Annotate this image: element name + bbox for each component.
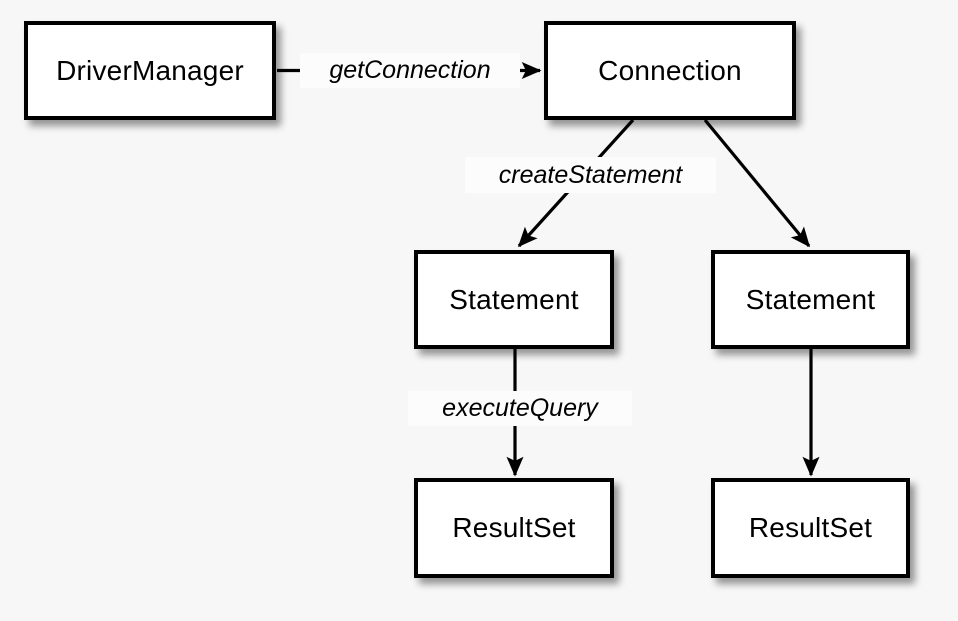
node-resultset-left[interactable]: ResultSet [414, 478, 614, 578]
node-resultset-left-label: ResultSet [452, 512, 576, 543]
edge-connection-right-line [703, 118, 811, 248]
node-resultset-right-label: ResultSet [748, 512, 873, 543]
node-resultset-right[interactable]: ResultSet [711, 478, 910, 578]
node-connection[interactable]: Connection [544, 21, 796, 120]
edge-label-executequery: executeQuery [408, 391, 632, 426]
edge-label-getconnection: getConnection [300, 53, 520, 88]
edge-label-createstatement: createStatement [465, 157, 716, 193]
node-statement-left-label: Statement [449, 283, 579, 315]
node-driver-manager-label: DriverManager [56, 54, 244, 86]
node-driver-manager[interactable]: DriverManager [24, 21, 276, 120]
node-statement-right-label: Statement [745, 283, 876, 315]
node-statement-left[interactable]: Statement [414, 250, 614, 349]
node-statement-right[interactable]: Statement [711, 250, 910, 349]
node-connection-label: Connection [598, 54, 742, 86]
